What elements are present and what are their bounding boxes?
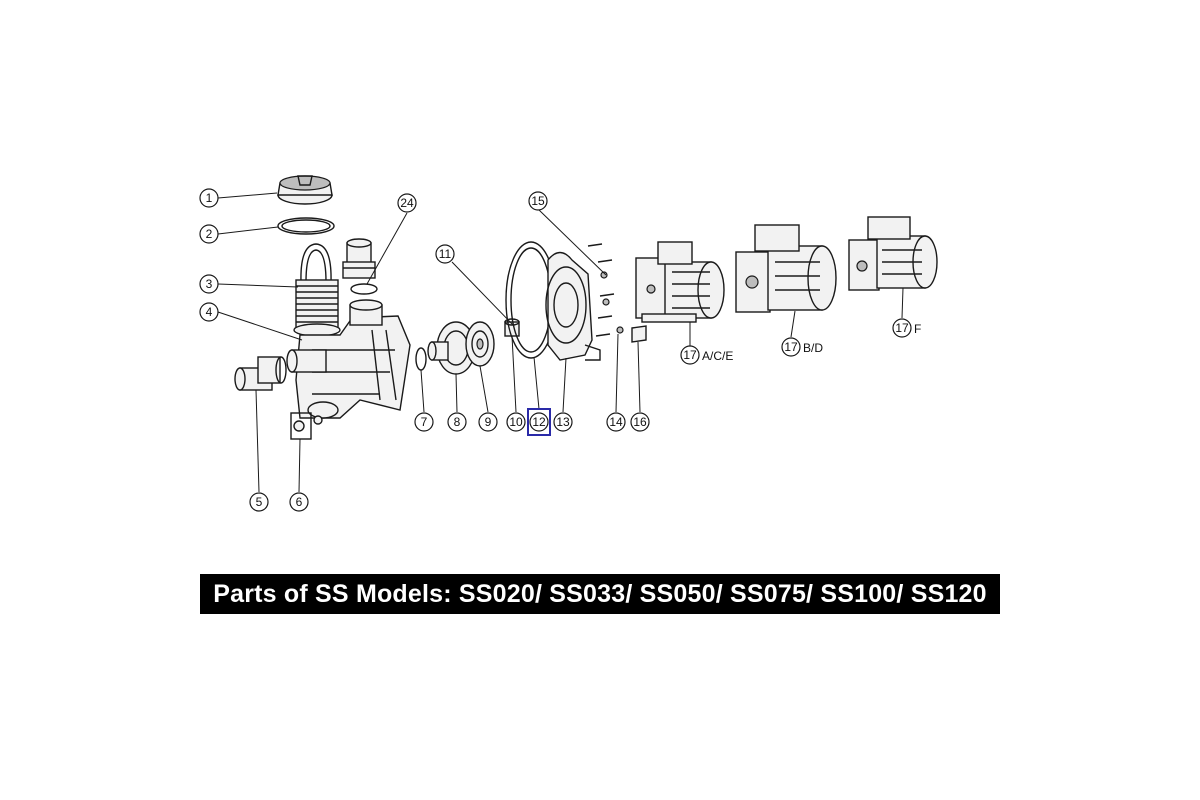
callout-10: 10 (506, 412, 526, 432)
leader-lines (217, 192, 904, 493)
callout-ring (447, 412, 467, 432)
callout-15: 15 (528, 191, 548, 211)
part-4-pump-housing (286, 299, 411, 419)
part-17-f-motor (848, 216, 938, 291)
callout-ring (630, 412, 650, 432)
highlight-frame (527, 408, 551, 436)
callout-group: 1 2 3 4 5 6 7 8 (199, 188, 921, 512)
part-5-inlet-union (234, 356, 287, 391)
callout-ring (414, 412, 434, 432)
callout-ring (199, 274, 219, 294)
callout-number: 17 (683, 348, 697, 362)
callout-number: 4 (206, 305, 213, 319)
callout-number: 8 (454, 415, 461, 429)
callout-suffix: F (914, 322, 921, 336)
callout-suffix: B/D (803, 341, 823, 355)
callout-number: 5 (256, 495, 263, 509)
part-24-union (342, 238, 378, 295)
callout-ring (529, 412, 549, 432)
callout-ring (606, 412, 626, 432)
callout-ring (506, 412, 526, 432)
callout-number: 3 (206, 277, 213, 291)
callout-number: 6 (296, 495, 303, 509)
callout-ring (249, 492, 269, 512)
part-2-o-ring (277, 217, 335, 235)
callout-suffix: A/C/E (702, 349, 733, 363)
callout-number: 17 (895, 321, 909, 335)
callout-ring (680, 345, 700, 365)
callout-16: 16 (630, 412, 650, 432)
part-artwork (234, 175, 938, 440)
part-15-bolts (587, 243, 624, 337)
part-17-ace-motor (635, 241, 725, 323)
callout-2: 2 (199, 224, 219, 244)
callout-ring (892, 318, 912, 338)
callout-13: 13 (553, 412, 573, 432)
callout-ring (199, 224, 219, 244)
caption-text: Parts of SS Models: SS020/ SS033/ SS050/… (213, 580, 987, 608)
callout-number: 11 (439, 247, 452, 261)
callout-number: 16 (633, 415, 647, 429)
part-6-drain-plugs (290, 412, 323, 440)
callout-17-ace: 17 A/C/E (680, 345, 733, 365)
part-9-impeller (465, 321, 495, 367)
callout-14: 14 (606, 412, 626, 432)
callout-ring (199, 302, 219, 322)
callout-number: 24 (400, 196, 414, 210)
callout-1: 1 (199, 188, 219, 208)
callout-number: 12 (532, 415, 546, 429)
callout-ring (553, 412, 573, 432)
callout-ring (435, 244, 455, 264)
callout-ring (397, 193, 417, 213)
callout-number: 14 (609, 415, 623, 429)
callout-5: 5 (249, 492, 269, 512)
callout-number: 2 (206, 227, 213, 241)
part-13-seal-plate (545, 251, 601, 361)
callout-17-bd: 17 B/D (781, 337, 823, 357)
callout-3: 3 (199, 274, 219, 294)
part-3-basket (293, 243, 341, 337)
callout-number: 9 (485, 415, 492, 429)
callout-ring (781, 337, 801, 357)
callout-number: 15 (531, 194, 545, 208)
callout-6: 6 (289, 492, 309, 512)
part-2-o-ring-inner (281, 219, 331, 233)
callout-24: 24 (397, 193, 417, 213)
callout-number: 13 (556, 415, 570, 429)
callout-17-f: 17 F (892, 318, 921, 338)
callout-number: 7 (421, 415, 428, 429)
callout-ring (199, 188, 219, 208)
callout-number: 17 (784, 340, 798, 354)
part-17-bd-motor (735, 224, 837, 313)
caption-bar: Parts of SS Models: SS020/ SS033/ SS050/… (200, 574, 1000, 614)
callout-11: 11 (435, 244, 455, 264)
callout-4: 4 (199, 302, 219, 322)
part-7-o-ring (415, 347, 427, 371)
callout-ring (528, 191, 548, 211)
callout-12: 12 (527, 408, 551, 436)
part-1-lid (277, 175, 333, 205)
callout-number: 10 (509, 415, 523, 429)
callout-ring (289, 492, 309, 512)
callout-number: 1 (206, 191, 213, 205)
part-16-clip (631, 325, 647, 343)
callout-7: 7 (414, 412, 434, 432)
callout-8: 8 (447, 412, 467, 432)
callout-9: 9 (478, 412, 498, 432)
callout-ring (478, 412, 498, 432)
